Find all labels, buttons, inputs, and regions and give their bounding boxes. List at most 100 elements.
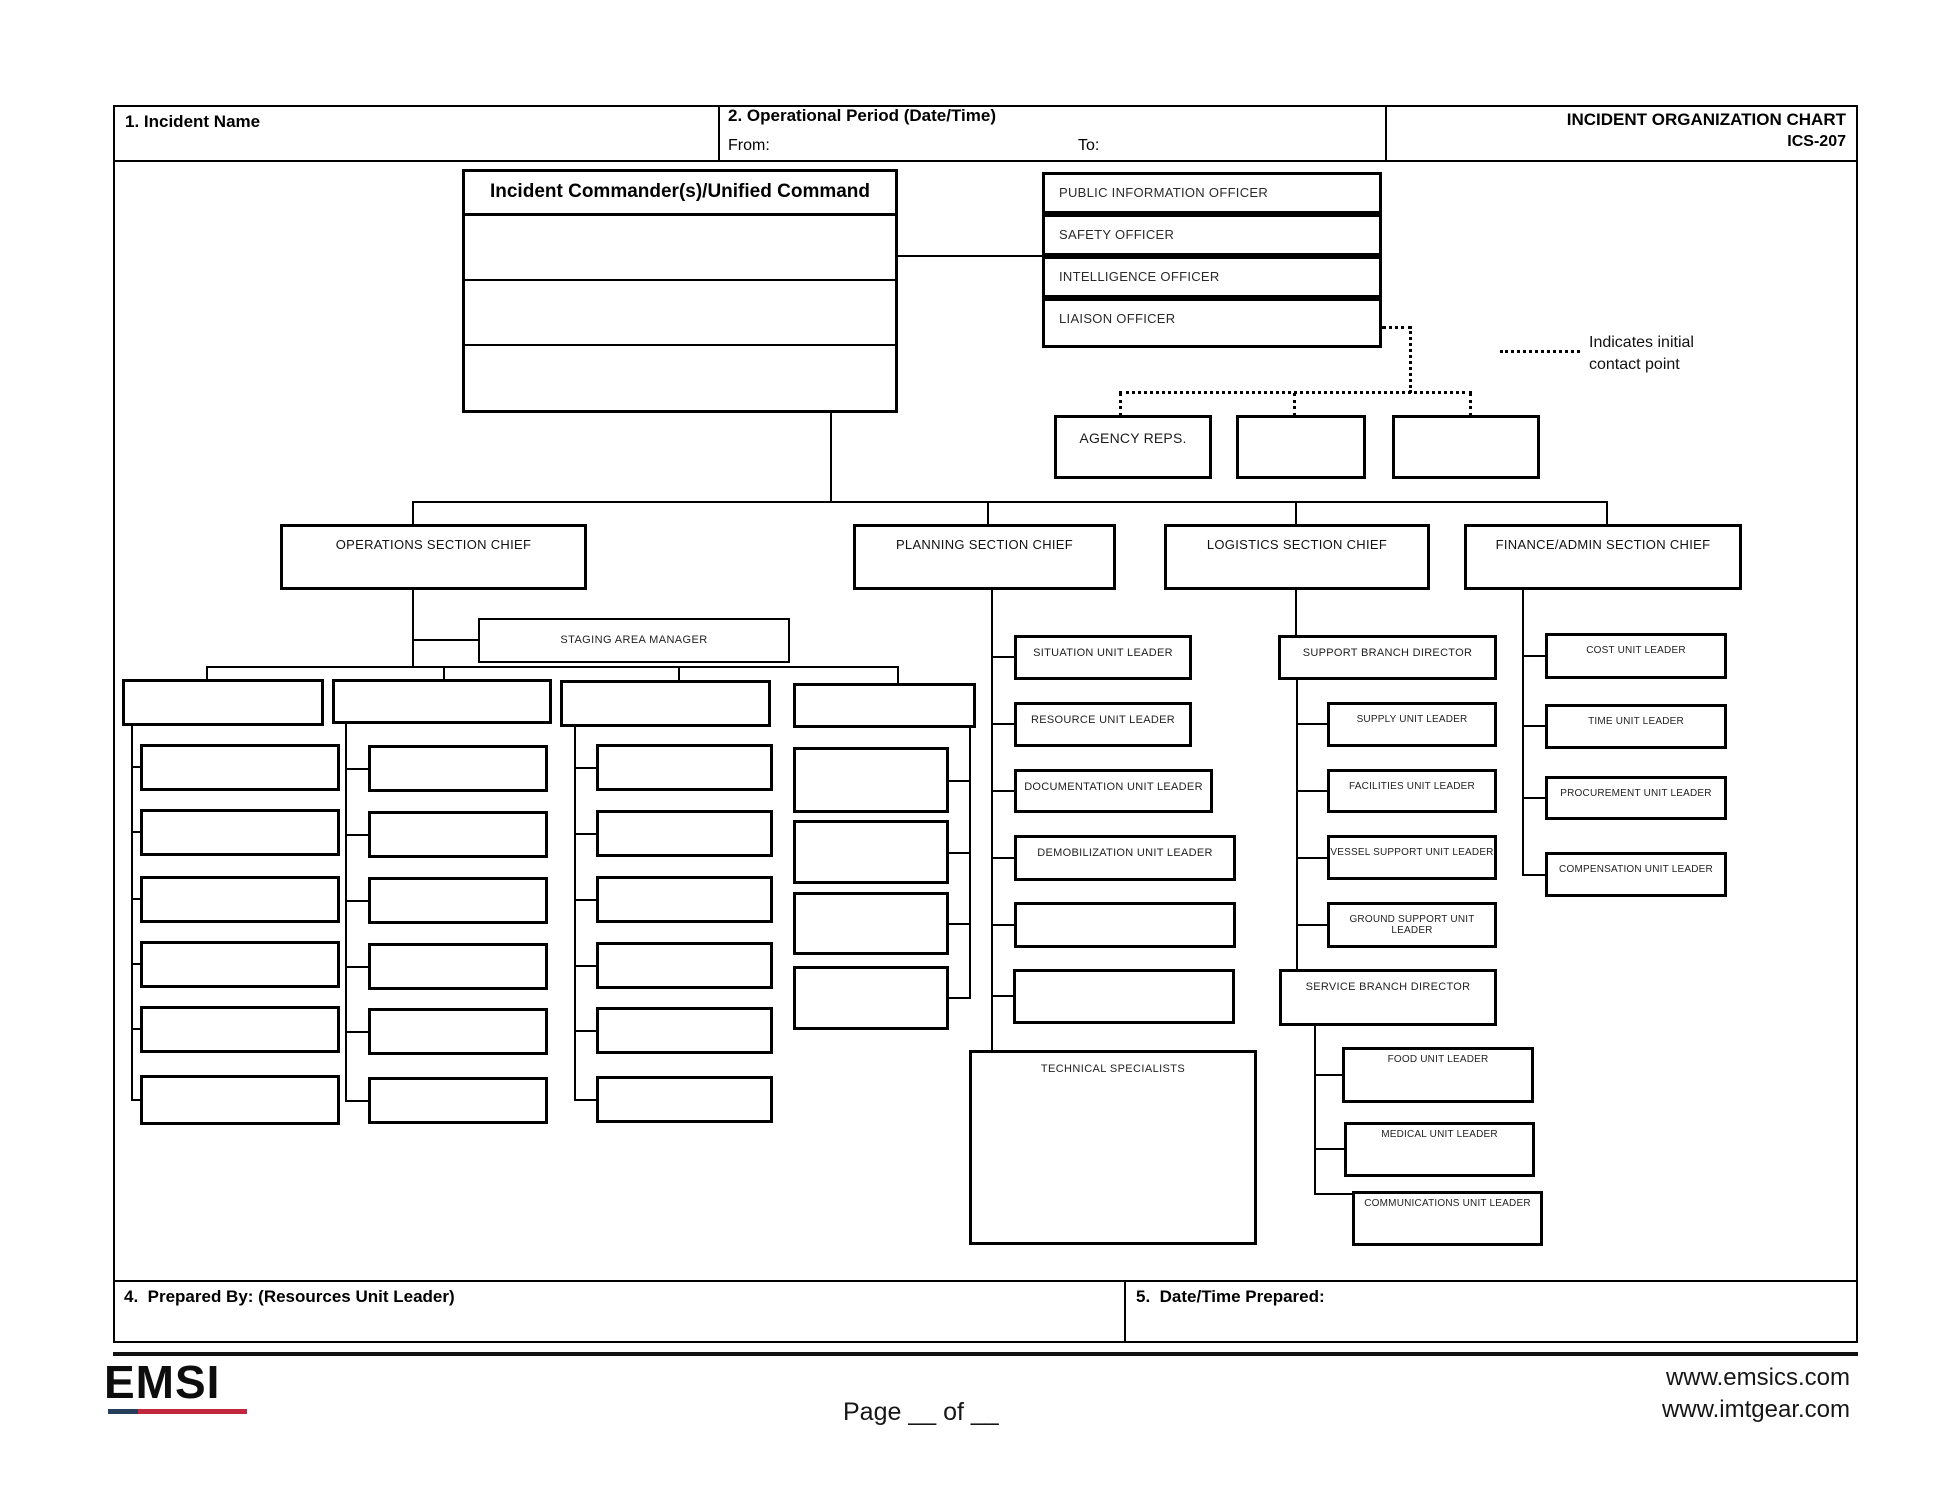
ops-blank-box[interactable] [140,1006,340,1053]
col1-tick [131,898,140,900]
col1-tick [131,963,140,965]
ops-blank-box[interactable] [793,747,949,813]
finance-tick [1522,725,1545,727]
logistics-drop [1295,590,1297,635]
division-blank-box[interactable] [560,680,771,727]
col3-tick [574,833,596,835]
ops-blank-box[interactable] [140,744,340,791]
ops-blank-box[interactable] [596,1007,773,1054]
planning-tick [991,857,1014,859]
website-imtgear: www.imtgear.com [1661,1396,1850,1423]
ops-distribution-line [206,666,899,668]
dotted-agency-drop-3 [1469,393,1472,416]
ops-blank-box[interactable] [140,1075,340,1125]
footer-divider [1124,1280,1126,1343]
col2-tick [345,768,368,770]
dist-drop-2 [443,666,445,680]
ic-blank-row[interactable] [465,216,895,281]
service-branch-director-box: SERVICE BRANCH DIRECTOR [1279,969,1497,1026]
planning-tick [991,995,1014,997]
prepared-by-field[interactable] [500,1287,1100,1327]
time-unit-leader-box: TIME UNIT LEADER [1545,704,1727,749]
dotted-agency-bus [1119,391,1472,394]
ic-title: Incident Commander(s)/Unified Command [465,172,895,216]
col2-spine [345,724,347,1102]
division-blank-box[interactable] [793,683,976,728]
dotted-liaison-out [1382,326,1412,329]
connector-ic-officers [898,255,1042,257]
planning-tick [991,924,1014,926]
service-tick [1314,1193,1352,1195]
technical-specialists-box[interactable]: TECHNICAL SPECIALISTS [969,1050,1257,1245]
emsi-logo-text: EMSI [104,1356,221,1408]
service-tick [1314,1074,1342,1076]
ops-blank-box[interactable] [368,745,548,792]
ops-blank-box[interactable] [596,744,773,791]
col3-spine [574,727,576,1101]
ops-blank-box[interactable] [368,1077,548,1124]
technical-specialists-label: TECHNICAL SPECIALISTS [1040,1063,1186,1075]
col1-spine [131,726,133,1101]
incident-name-label: 1. Incident Name [125,112,261,131]
medical-unit-leader-box: MEDICAL UNIT LEADER [1344,1122,1535,1177]
ops-blank-box[interactable] [793,820,949,884]
to-label: To: [1078,137,1100,154]
agency-blank-box[interactable] [1236,415,1366,479]
drop-logistics [1295,501,1297,524]
finance-tick [1522,874,1545,876]
agency-blank-box[interactable] [1392,415,1540,479]
legend-line-1: Indicates initial [1589,334,1694,351]
situation-unit-leader-box: SITUATION UNIT LEADER [1014,635,1192,680]
support-tick [1296,857,1327,859]
col3-tick [574,1030,596,1032]
footer-top-line [113,1280,1858,1282]
planning-blank-box[interactable] [1014,902,1236,948]
planning-tick [991,790,1014,792]
ops-blank-box[interactable] [368,811,548,858]
ops-blank-box[interactable] [140,809,340,856]
to-field[interactable] [1115,137,1375,159]
ops-blank-box[interactable] [793,966,949,1030]
form-number: ICS-207 [1787,133,1846,150]
prepared-by-label: 4. Prepared By: (Resources Unit Leader) [124,1287,455,1306]
ops-blank-box[interactable] [596,1076,773,1123]
dist-drop-1 [206,666,208,680]
from-field[interactable] [785,137,1065,159]
ops-blank-box[interactable] [368,943,548,990]
datetime-prepared-label: 5. Date/Time Prepared: [1136,1287,1325,1306]
col4-tick [949,923,970,925]
ops-blank-box[interactable] [368,877,548,924]
dotted-liaison-down [1409,326,1412,393]
datetime-prepared-field[interactable] [1360,1287,1840,1327]
ops-blank-box[interactable] [140,941,340,988]
ops-blank-box[interactable] [140,876,340,923]
ops-blank-box[interactable] [596,876,773,923]
col2-tick [345,900,368,902]
finance-spine [1522,590,1524,876]
ops-blank-box[interactable] [596,942,773,989]
ops-blank-box[interactable] [793,892,949,955]
ops-blank-box[interactable] [368,1008,548,1055]
supply-unit-leader-box: SUPPLY UNIT LEADER [1327,702,1497,747]
planning-blank-box[interactable] [1013,969,1235,1024]
legend-dotted-sample [1500,350,1580,353]
col1-tick [131,766,140,768]
finance-admin-section-chief-box: FINANCE/ADMIN SECTION CHIEF [1464,524,1742,590]
service-tick [1314,1148,1344,1150]
division-blank-box[interactable] [122,679,324,726]
incident-name-field[interactable] [115,132,715,158]
resource-unit-leader-box: RESOURCE UNIT LEADER [1014,702,1192,747]
ic-blank-row[interactable] [465,346,895,410]
ic-blank-row[interactable] [465,281,895,346]
division-blank-box[interactable] [332,679,552,724]
support-tick [1296,790,1327,792]
ops-vertical [412,590,414,668]
communications-unit-leader-box: COMMUNICATIONS UNIT LEADER [1352,1191,1543,1246]
planning-tick [991,656,1014,658]
col2-tick [345,1031,368,1033]
support-tick [1296,723,1327,725]
facilities-unit-leader-box: FACILITIES UNIT LEADER [1327,769,1497,813]
from-label: From: [728,137,770,154]
ops-blank-box[interactable] [596,810,773,857]
officer-box-intelligence: INTELLIGENCE OFFICER [1042,256,1382,298]
